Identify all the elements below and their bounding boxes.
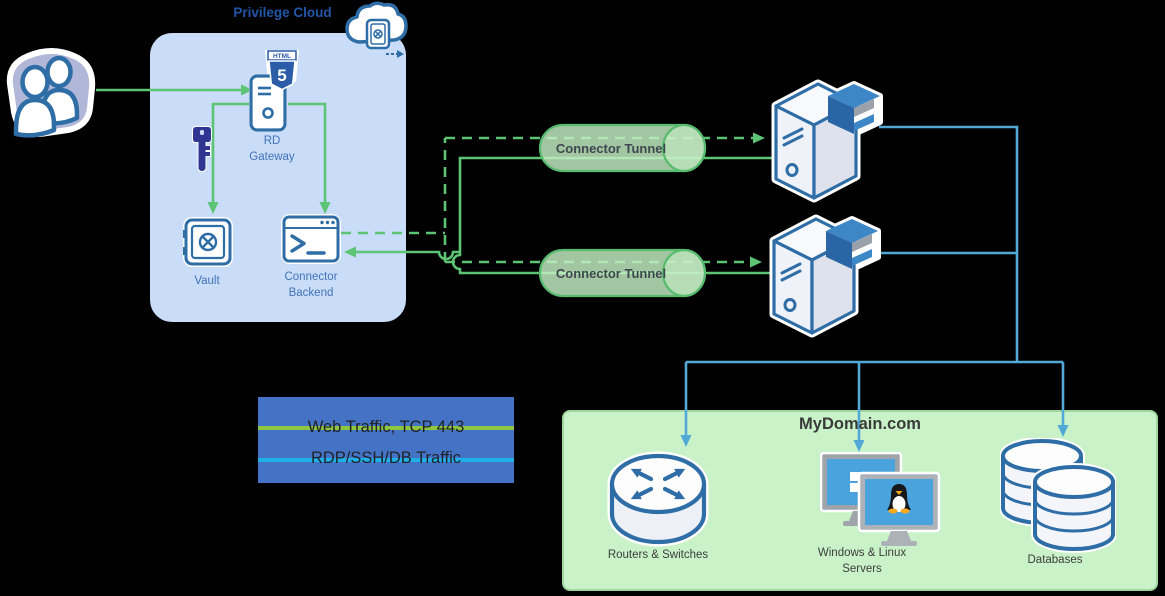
- database-stack-icon: [1000, 438, 1116, 560]
- legend: Web Traffic, TCP 443 RDP/SSH/DB Traffic: [258, 397, 514, 483]
- cloud-vault-icon: [342, 0, 410, 64]
- users-icon: [2, 44, 98, 138]
- router-icon: [606, 450, 710, 550]
- rdp-traffic-lines: [680, 125, 1069, 452]
- linux-monitor-icon: [857, 471, 941, 546]
- connector-tunnel-1: Connector Tunnel: [538, 123, 710, 173]
- html5-shield-icon: HTML 5: [267, 50, 297, 91]
- web-traffic-legend-line: [258, 426, 514, 430]
- tunnel-cylinder-icon: [538, 248, 707, 298]
- windows-linux-monitors-icon: [820, 452, 942, 547]
- tux-penguin-icon: [887, 484, 911, 514]
- connector-backend-label: Connector Backend: [284, 271, 338, 299]
- rdp-traffic-legend-label: RDP/SSH/DB Traffic: [310, 449, 462, 467]
- svg-text:5: 5: [277, 66, 286, 85]
- routers-switches-label: Routers & Switches: [607, 549, 709, 561]
- database-cylinder-front-icon: [1031, 463, 1116, 553]
- connector-server-1-icon: [762, 76, 887, 211]
- rd-gateway-icon: HTML 5: [248, 48, 300, 133]
- connector-server-2-icon: [760, 211, 885, 346]
- mydomain-title: MyDomain.com: [799, 415, 921, 433]
- connector-cube-logo-icon: [826, 219, 878, 269]
- connector-cube-logo-icon: [828, 84, 880, 134]
- svg-text:HTML: HTML: [273, 53, 291, 60]
- windows-linux-servers-label: Windows & Linux Servers: [817, 547, 907, 576]
- connector-backend-icon: [281, 214, 341, 264]
- rd-gateway-label: RD Gateway: [249, 135, 295, 163]
- privilege-cloud-title: Privilege Cloud: [233, 5, 332, 20]
- rdp-traffic-legend-line: [258, 458, 514, 462]
- databases-label: Databases: [1027, 554, 1083, 566]
- web-traffic-legend-label: Web Traffic, TCP 443: [307, 418, 465, 436]
- vault-icon: [181, 215, 235, 269]
- connector-tunnel-2: Connector Tunnel: [538, 248, 710, 298]
- key-icon: [191, 126, 213, 172]
- sync-arrow-icon: [386, 50, 404, 58]
- tunnel-2-label: Connector Tunnel: [555, 265, 667, 281]
- vault-label: Vault: [194, 275, 220, 287]
- tunnel-1-label: Connector Tunnel: [555, 140, 667, 156]
- tunnel-cylinder-icon: [538, 123, 707, 173]
